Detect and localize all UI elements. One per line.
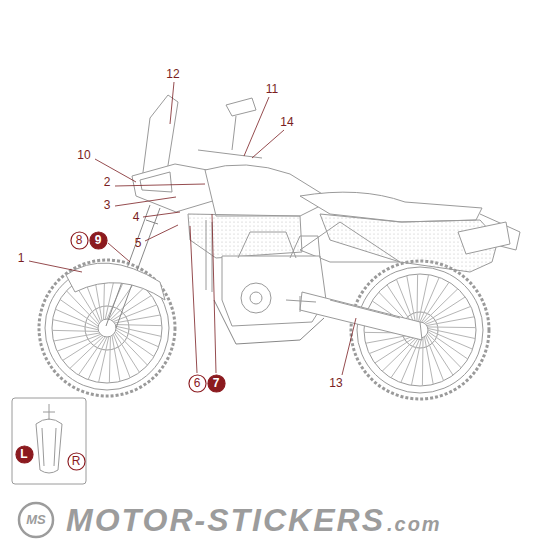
watermark-suffix: .com xyxy=(387,513,442,535)
callout-number: 12 xyxy=(166,67,179,81)
callout-number: 1 xyxy=(18,251,25,265)
callout-number: R xyxy=(67,452,86,471)
callout-circle: 6 xyxy=(188,374,207,393)
logo: MS xyxy=(21,505,51,535)
callout-number: 11 xyxy=(266,82,278,96)
callout-number: 13 xyxy=(329,376,342,390)
callout-circle: 9 xyxy=(89,231,108,250)
callout-circle: R xyxy=(67,452,86,471)
callout-number: 7 xyxy=(207,374,226,393)
callout-number: L xyxy=(15,445,34,464)
callout-number: 10 xyxy=(77,148,90,162)
callout-circle: 8 xyxy=(70,231,89,250)
callout-number: 2 xyxy=(104,175,111,189)
callout-circle: 7 xyxy=(207,374,226,393)
inset-box xyxy=(12,398,86,484)
callout-number: 5 xyxy=(135,236,142,250)
watermark: MOTOR-STICKERS xyxy=(66,502,385,538)
callout-circle: L xyxy=(15,445,34,464)
callout-number: 9 xyxy=(89,231,108,250)
leader-lines xyxy=(29,82,356,375)
logo-ring xyxy=(19,503,53,537)
callout-number: MS xyxy=(21,505,51,535)
callout-number: 3 xyxy=(104,198,111,212)
callout-number: 14 xyxy=(280,115,293,129)
callout-number: 6 xyxy=(188,374,207,393)
callout-number: 4 xyxy=(133,210,140,224)
callout-number: 8 xyxy=(70,231,89,250)
